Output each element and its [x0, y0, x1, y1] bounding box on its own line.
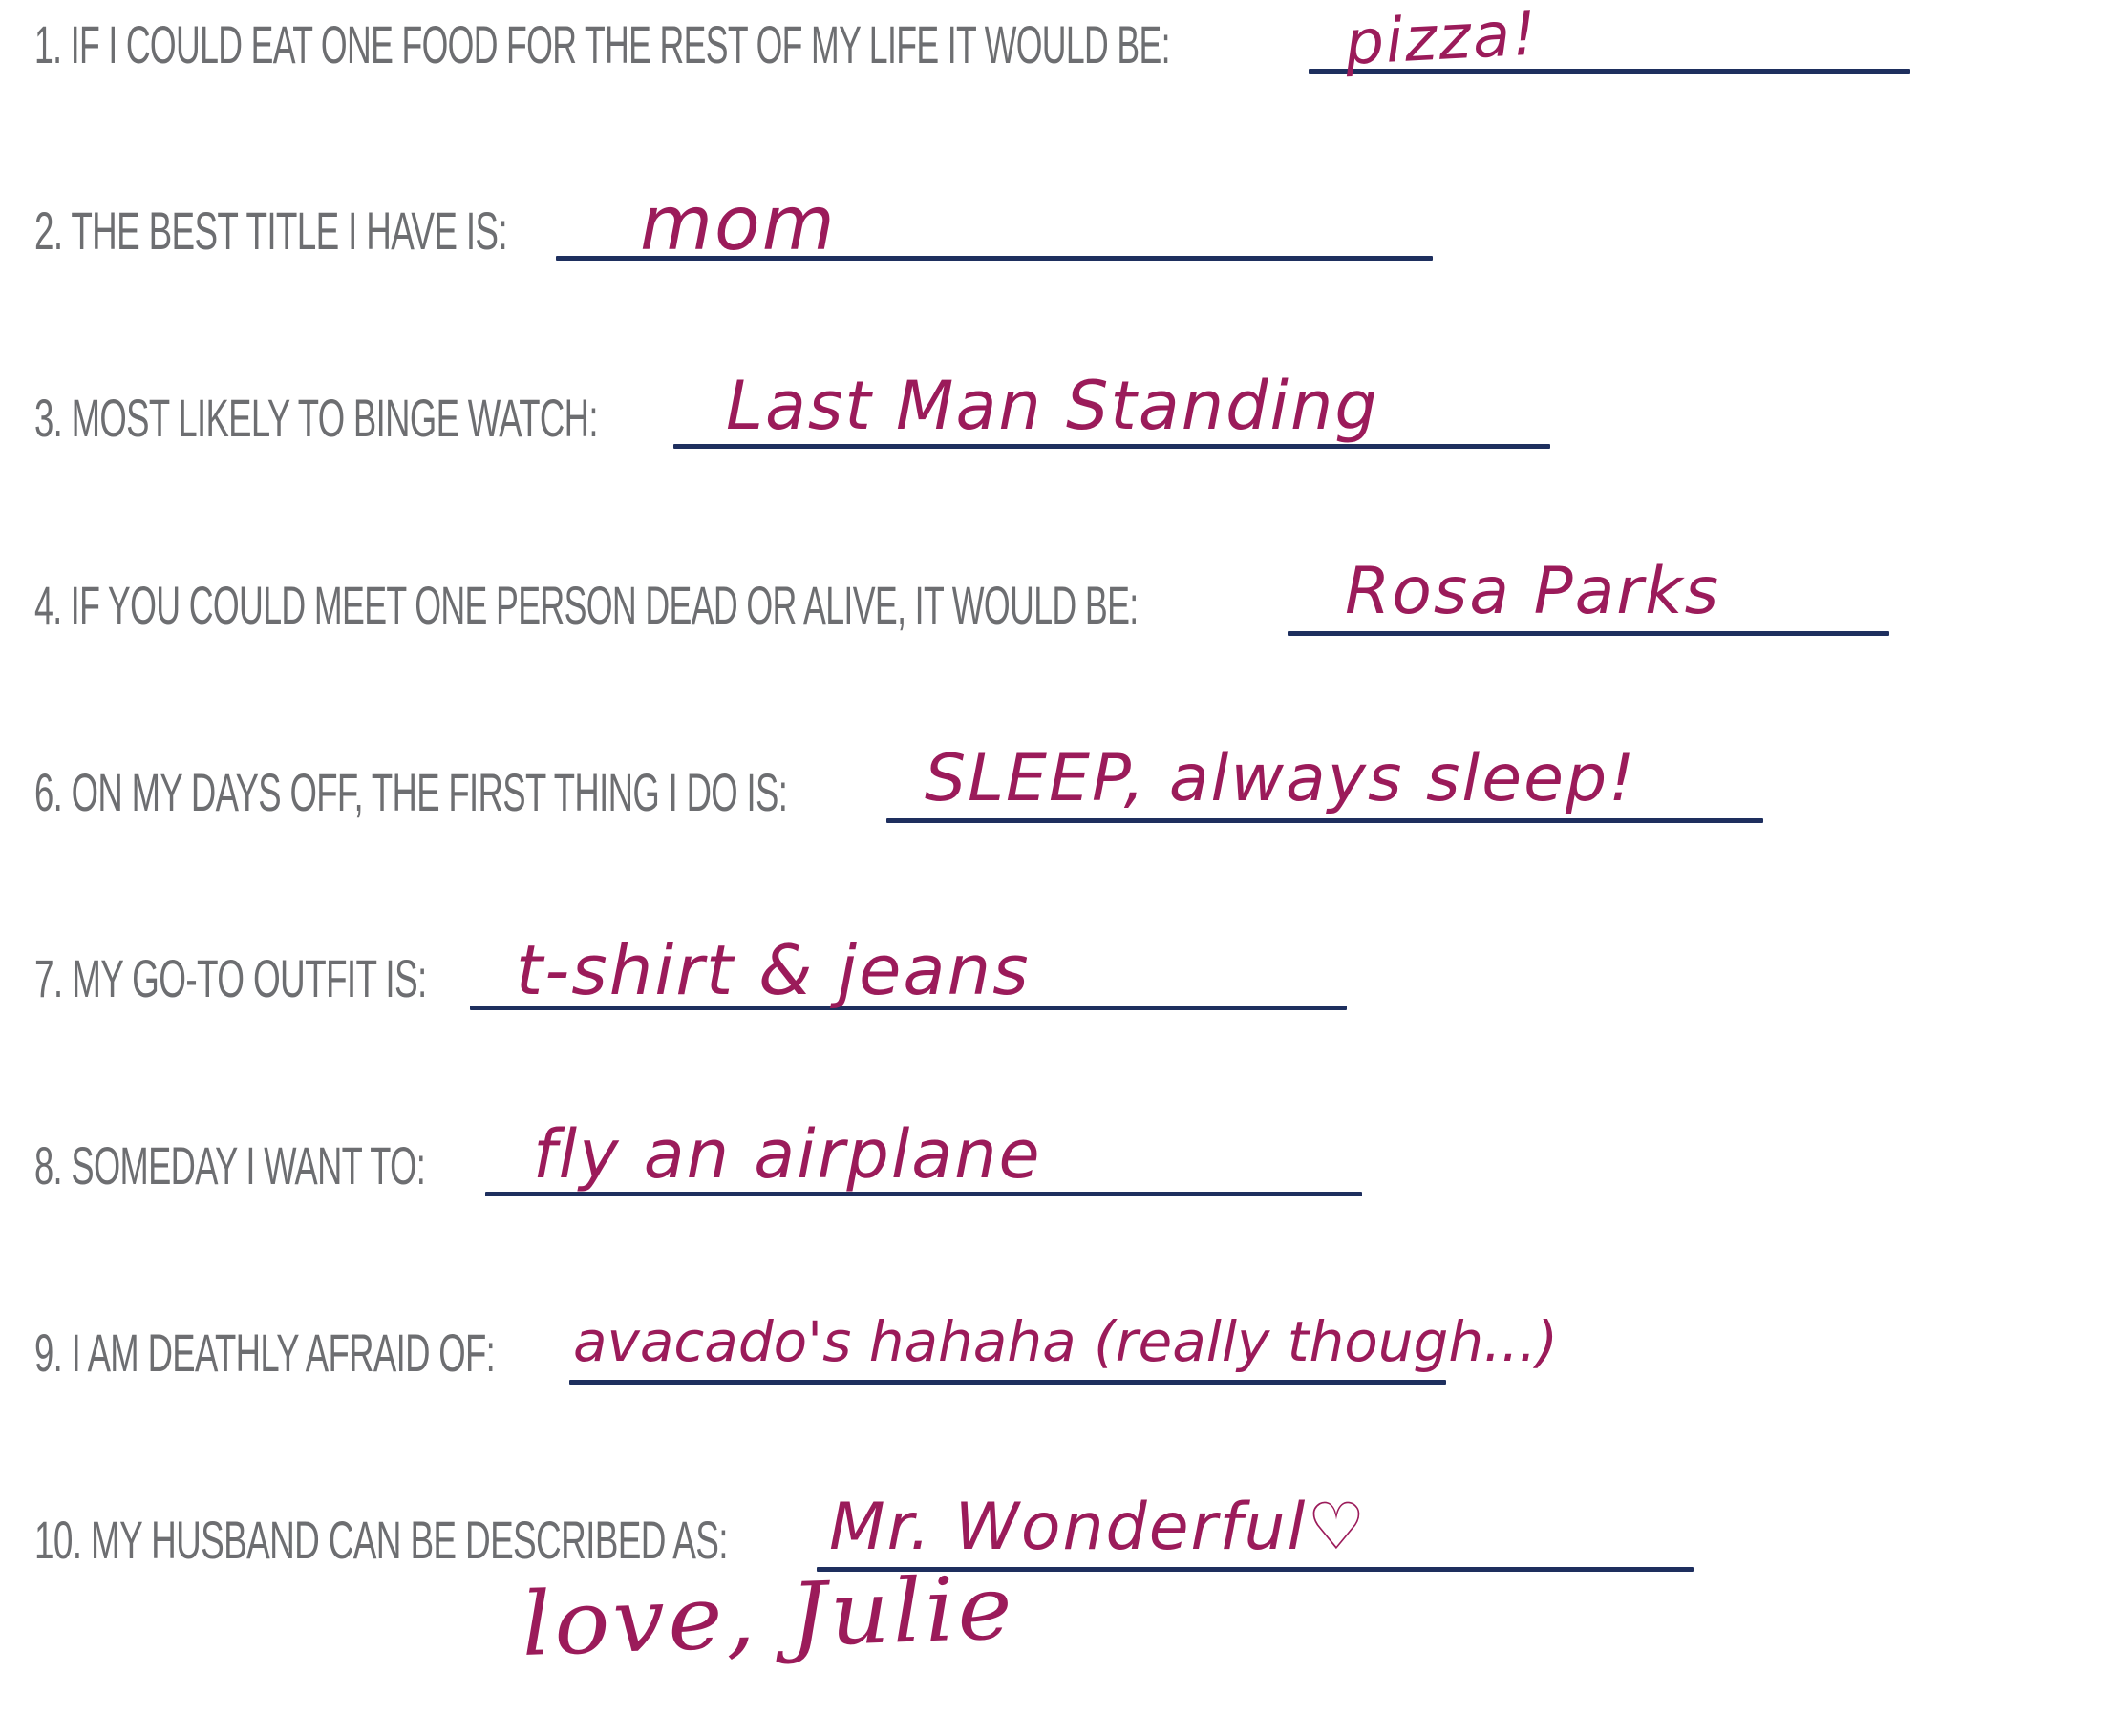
- answer-text: Mr. Wonderful♡: [829, 1490, 1368, 1565]
- answer-line: [1288, 631, 1889, 636]
- question-label: 3. MOST LIKELY TO BINGE WATCH:: [34, 388, 598, 448]
- answer-line: [817, 1567, 1694, 1572]
- question-label: 6. ON MY DAYS OFF, THE FIRST THING I DO …: [34, 762, 788, 822]
- question-label: 7. MY GO-TO OUTFIT IS:: [34, 948, 427, 1008]
- answer-line: [1309, 69, 1910, 74]
- question-row: 6. ON MY DAYS OFF, THE FIRST THING I DO …: [0, 724, 2109, 819]
- question-label: 9. I AM DEATHLY AFRAID OF:: [34, 1323, 496, 1383]
- answer-text: pizza!: [1343, 0, 1541, 79]
- answer-text: Last Man Standing: [726, 367, 1379, 445]
- question-row: 4. IF YOU COULD MEET ONE PERSON DEAD OR …: [0, 537, 2109, 632]
- question-row: 8. SOMEDAY I WANT TO:: [0, 1097, 2109, 1193]
- question-row: 3. MOST LIKELY TO BINGE WATCH:: [0, 349, 2109, 445]
- answer-text: t-shirt & jeans: [516, 930, 1031, 1010]
- answer-text: fly an airplane: [533, 1115, 1042, 1194]
- question-row: 2. THE BEST TITLE I HAVE IS:: [0, 162, 2109, 258]
- question-label: 2. THE BEST TITLE I HAVE IS:: [34, 201, 508, 261]
- answer-text: Rosa Parks: [1345, 554, 1721, 629]
- answer-text: avacado's hahaha (really though...): [573, 1309, 1559, 1374]
- answer-line: [569, 1380, 1446, 1385]
- answer-line: [886, 818, 1763, 823]
- question-label: 1. IF I COULD EAT ONE FOOD FOR THE REST …: [34, 14, 1171, 74]
- signature: love, Julie: [520, 1556, 1017, 1676]
- answer-line: [470, 1006, 1347, 1010]
- answer-line: [485, 1192, 1362, 1196]
- question-row: 1. IF I COULD EAT ONE FOOD FOR THE REST …: [0, 0, 2109, 72]
- answer-line: [673, 444, 1550, 449]
- question-label: 10. MY HUSBAND CAN BE DESCRIBED AS:: [34, 1510, 729, 1570]
- question-label: 8. SOMEDAY I WANT TO:: [34, 1135, 426, 1196]
- answer-text: SLEEP, always sleep!: [925, 741, 1637, 816]
- answer-text: mom: [640, 181, 837, 267]
- answer-line: [556, 256, 1433, 261]
- question-row: 10. MY HUSBAND CAN BE DESCRIBED AS:: [0, 1471, 2109, 1567]
- question-row: 7. MY GO-TO OUTFIT IS:: [0, 910, 2109, 1006]
- question-label: 4. IF YOU COULD MEET ONE PERSON DEAD OR …: [34, 575, 1139, 635]
- question-row: 9. I AM DEATHLY AFRAID OF:: [0, 1284, 2109, 1380]
